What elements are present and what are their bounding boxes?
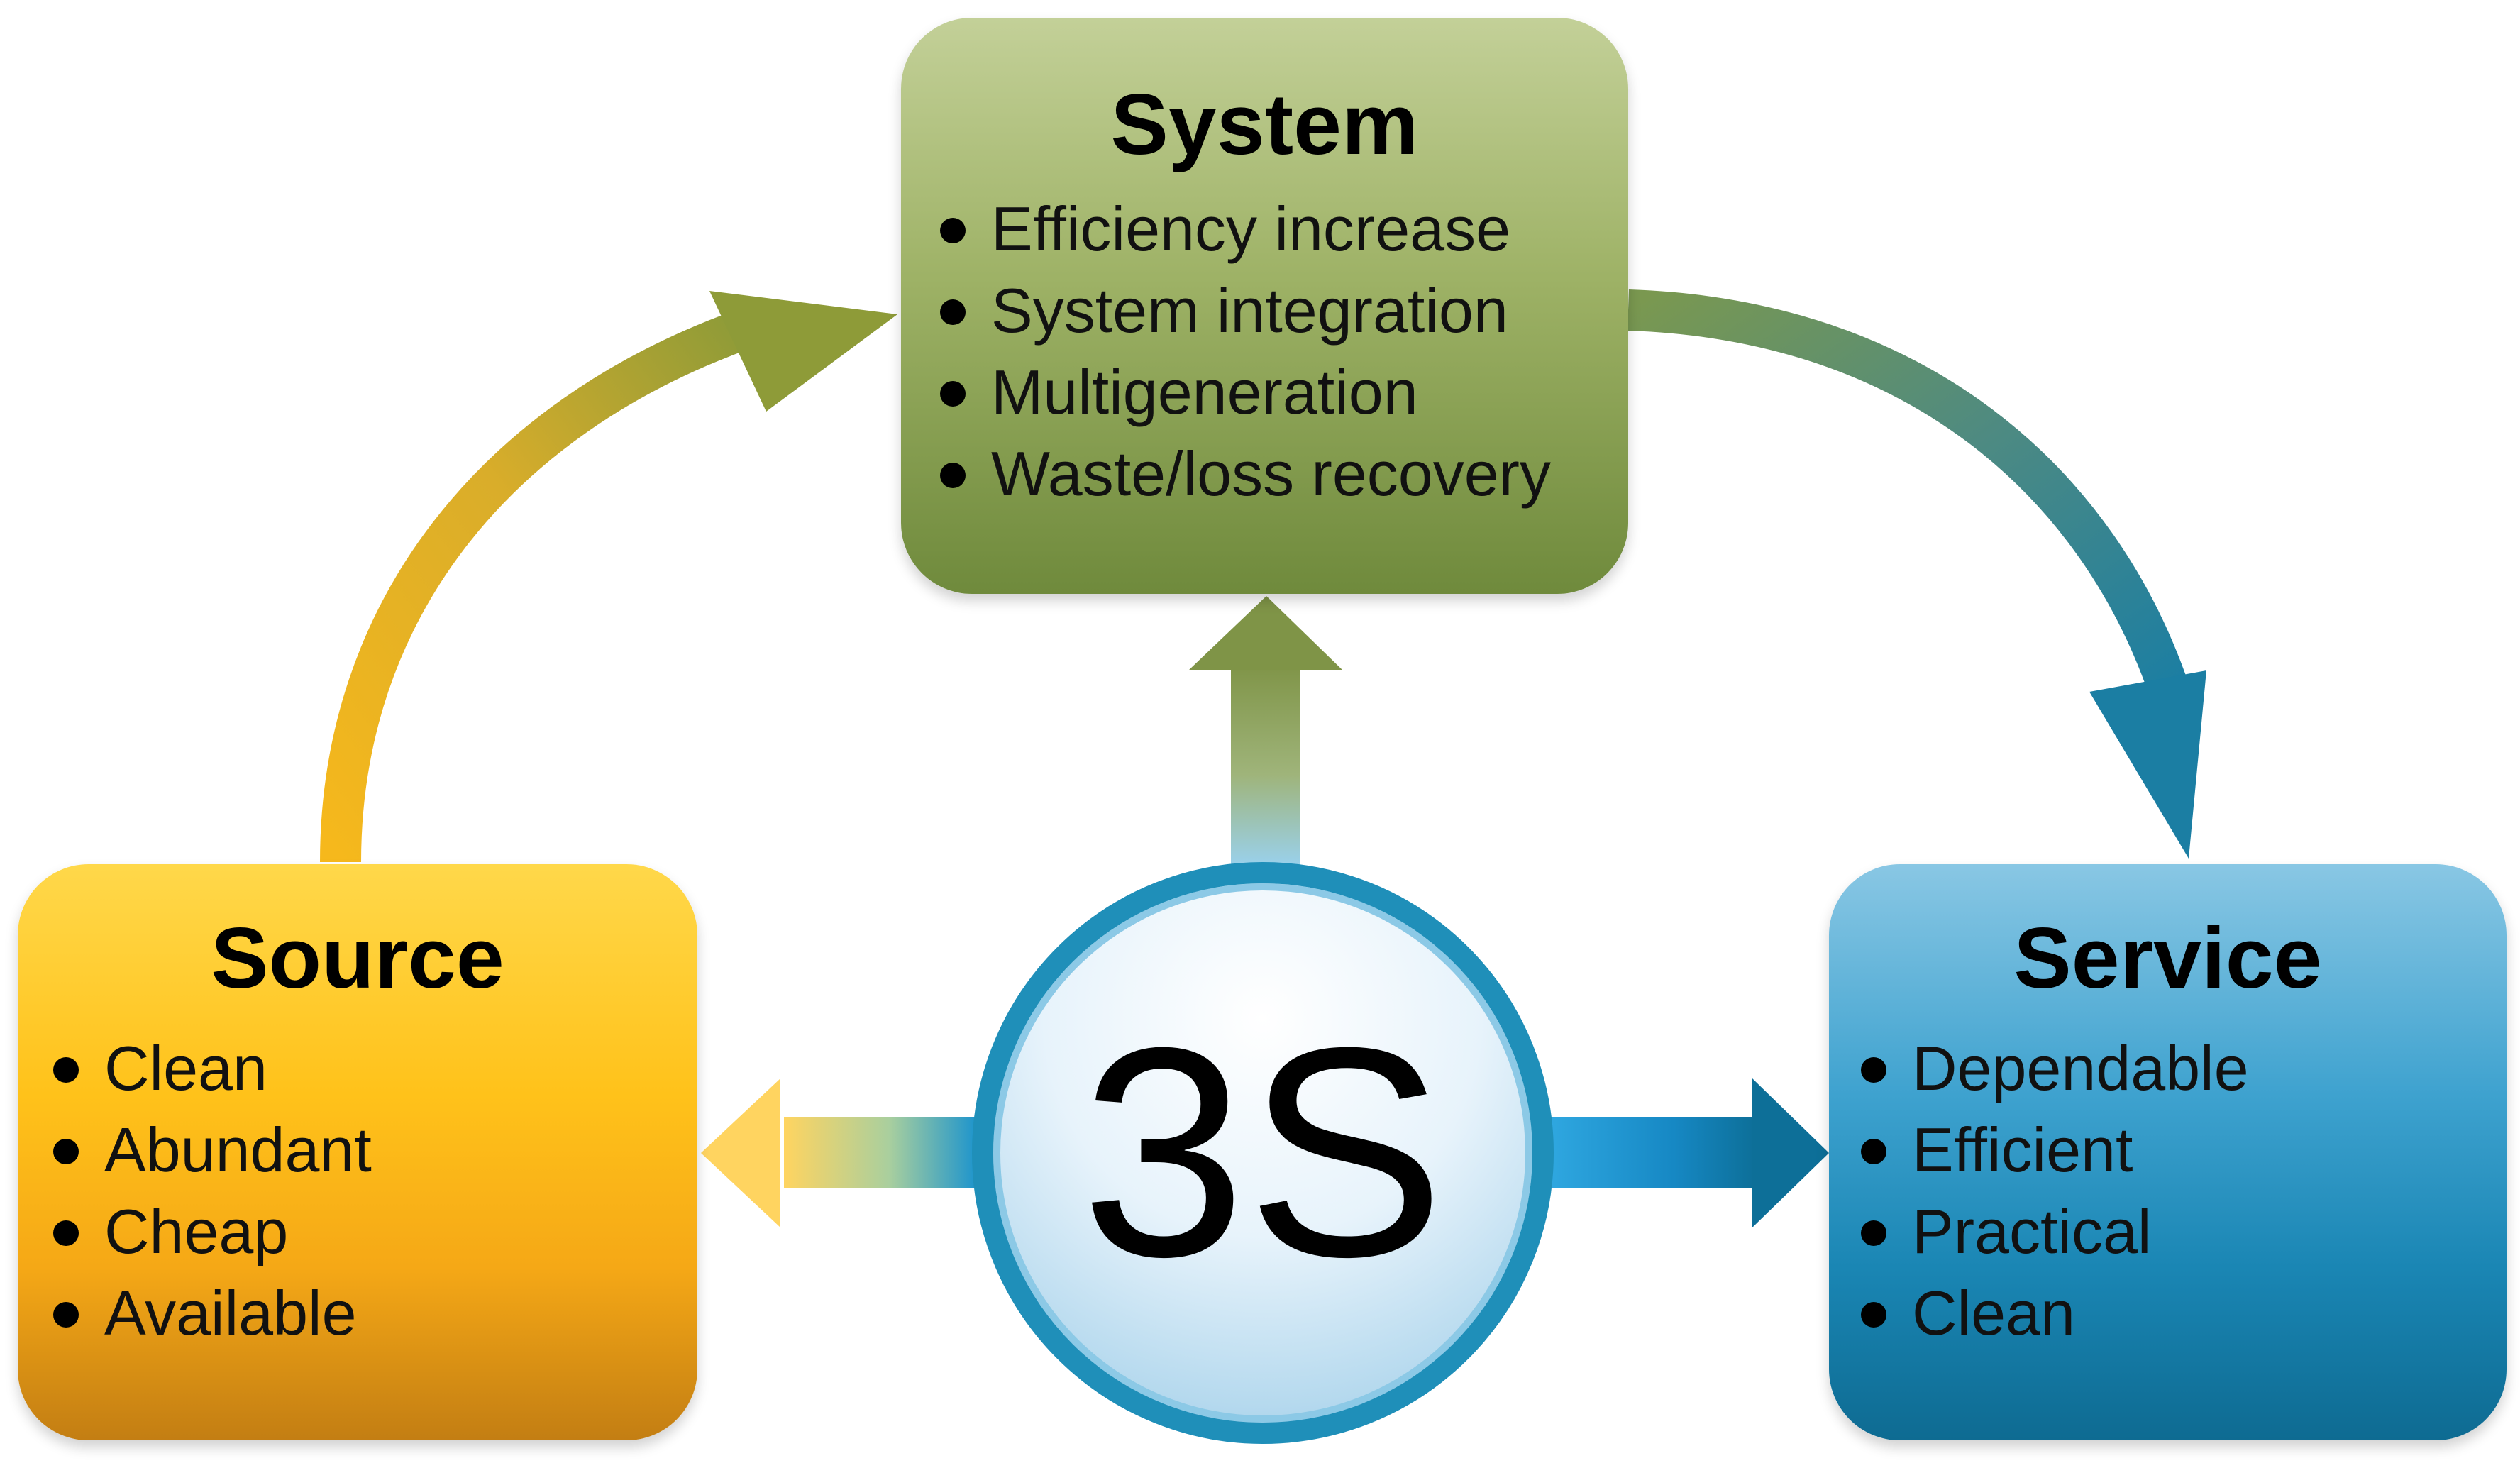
source-item-label: Cheap [104, 1196, 289, 1266]
system-item: Waste/loss recovery [933, 433, 1551, 514]
bullet-icon [940, 299, 966, 325]
bullet-icon [1861, 1139, 1886, 1164]
arrow-center-to-service-head [1752, 1078, 1829, 1227]
center-circle: 3S [972, 862, 1554, 1444]
system-item-label: System integration [991, 275, 1508, 346]
source-item-label: Available [104, 1278, 357, 1348]
system-item: Multigeneration [933, 351, 1551, 433]
center-label: 3S [1081, 986, 1445, 1319]
bullet-icon [1861, 1220, 1886, 1246]
bullet-icon [940, 218, 966, 243]
service-item: Efficient [1854, 1109, 2249, 1191]
bullet-icon [53, 1139, 79, 1164]
service-item: Clean [1854, 1272, 2249, 1354]
arrow-center-to-source-head [701, 1078, 780, 1227]
arrow-system-to-service [1628, 289, 2191, 702]
service-title: Service [2013, 910, 2322, 1006]
source-item: Abundant [46, 1109, 372, 1191]
system-item-label: Multigeneration [991, 357, 1418, 427]
system-box: System Efficiency increase System integr… [901, 18, 1628, 594]
service-item: Dependable [1854, 1027, 2249, 1109]
service-item-label: Dependable [1912, 1033, 2249, 1103]
bullet-icon [1861, 1057, 1886, 1083]
system-item-label: Waste/loss recovery [991, 438, 1551, 509]
arrow-center-to-system-head [1188, 596, 1343, 670]
service-box: Service Dependable Efficient Practical C… [1829, 864, 2507, 1440]
source-title: Source [211, 910, 504, 1006]
service-item-label: Clean [1912, 1278, 2075, 1348]
source-item: Clean [46, 1027, 372, 1109]
arrow-center-to-system-shaft [1231, 663, 1300, 866]
service-item-label: Efficient [1912, 1115, 2133, 1185]
bullet-icon [53, 1220, 79, 1246]
arrow-source-to-system [320, 310, 748, 863]
arrow-system-to-service-head [2089, 670, 2206, 859]
service-item-label: Practical [1912, 1196, 2152, 1266]
source-list: Clean Abundant Cheap Available [46, 1027, 372, 1354]
system-item: Efficiency increase [933, 188, 1551, 270]
bullet-icon [53, 1302, 79, 1328]
bullet-icon [940, 463, 966, 488]
arrow-center-to-service-shaft [1550, 1117, 1756, 1188]
source-item-label: Abundant [104, 1115, 372, 1185]
source-item: Cheap [46, 1191, 372, 1272]
service-list: Dependable Efficient Practical Clean [1854, 1027, 2249, 1354]
service-item: Practical [1854, 1191, 2249, 1272]
system-list: Efficiency increase System integration M… [933, 188, 1551, 514]
system-title: System [1110, 76, 1419, 172]
system-item-label: Efficiency increase [991, 194, 1511, 264]
bullet-icon [53, 1057, 79, 1083]
source-item: Available [46, 1272, 372, 1354]
source-box: Source Clean Abundant Cheap Available [18, 864, 697, 1440]
bullet-icon [940, 381, 966, 407]
source-item-label: Clean [104, 1033, 267, 1103]
arrow-source-to-system-head [709, 291, 897, 412]
bullet-icon [1861, 1302, 1886, 1328]
system-item: System integration [933, 270, 1551, 351]
arrow-center-to-source-shaft [784, 1117, 976, 1188]
